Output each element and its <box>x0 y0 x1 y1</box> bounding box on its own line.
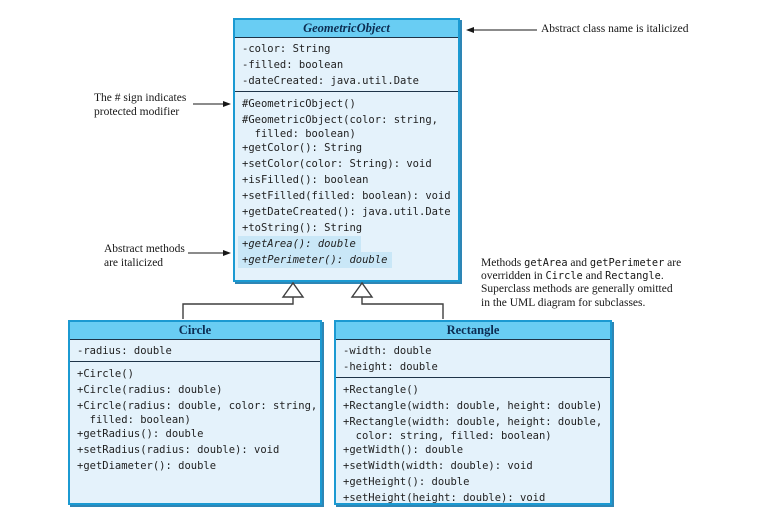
inheritance-triangle-icon <box>350 281 374 298</box>
method-row: +Circle(radius: double) <box>77 384 223 396</box>
left-arrowhead-icon <box>466 27 474 33</box>
class-title-circle: Circle <box>70 322 320 340</box>
method-row: +Rectangle(width: double, height: double… <box>343 400 603 412</box>
note-line: Abstract class name is italicized <box>541 23 689 35</box>
attribute-row: -filled: boolean <box>242 59 344 71</box>
method-row: +toString(): String <box>242 222 363 234</box>
method-row: +setWidth(width: double): void <box>343 460 533 472</box>
attribute-row: -height: double <box>343 361 438 373</box>
method-row-continuation: filled: boolean) <box>77 414 191 426</box>
note-protected-modifier: The # sign indicates protected modifier <box>94 92 186 119</box>
abstract-method-row: +getPerimeter(): double <box>238 252 393 268</box>
method-row: #GeometricObject(color: string, <box>242 114 438 126</box>
methods-section: +Rectangle() +Rectangle(width: double, h… <box>336 378 610 506</box>
method-row: +Rectangle(width: double, height: double… <box>343 416 603 428</box>
right-arrowhead-icon <box>223 250 231 256</box>
attributes-section: -width: double -height: double <box>336 340 610 378</box>
method-row: +isFilled(): boolean <box>242 174 369 186</box>
note-line: Superclass methods are generally omitted <box>481 283 673 296</box>
note-line: protected modifier <box>94 105 180 118</box>
method-row: +getDateCreated(): java.util.Date <box>242 206 451 218</box>
method-row: +getWidth(): double <box>343 444 464 456</box>
methods-section: #GeometricObject() #GeometricObject(colo… <box>235 92 458 268</box>
class-box-circle: Circle -radius: double +Circle() +Circle… <box>68 320 322 505</box>
class-title-rectangle: Rectangle <box>336 322 610 340</box>
method-row: +Circle() <box>77 368 134 380</box>
note-override-paragraph: Methods getArea and getPerimeter are ove… <box>481 257 757 310</box>
note-line: Abstract methods <box>104 243 185 255</box>
note-line: The # sign indicates <box>94 92 187 104</box>
method-row: +getRadius(): double <box>77 428 204 440</box>
method-row: #GeometricObject() <box>242 98 356 110</box>
note-abstract-class-name: Abstract class name is italicized <box>541 23 689 37</box>
class-box-geometric-object: GeometricObject -color: String -filled: … <box>233 18 460 282</box>
attribute-row: -radius: double <box>77 345 172 357</box>
inheritance-line-rectangle <box>361 296 444 319</box>
inheritance-line-circle <box>182 296 294 319</box>
class-title-geometric-object: GeometricObject <box>235 20 458 38</box>
method-row-continuation: color: string, filled: boolean) <box>343 430 552 442</box>
note-line: overridden in Circle and Rectangle. <box>481 270 664 283</box>
method-row: +setRadius(radius: double): void <box>77 444 280 456</box>
method-row: +getColor(): String <box>242 142 363 154</box>
attributes-section: -radius: double <box>70 340 320 362</box>
note-line: Methods getArea and getPerimeter are <box>481 257 682 269</box>
abstract-method-row: +getArea(): double <box>238 236 361 252</box>
method-row: +getDiameter(): double <box>77 460 217 472</box>
method-row: +Circle(radius: double, color: string, <box>77 400 318 412</box>
right-arrowhead-icon <box>223 101 231 107</box>
attribute-row: -width: double <box>343 345 432 357</box>
class-box-rectangle: Rectangle -width: double -height: double… <box>334 320 612 505</box>
methods-section: +Circle() +Circle(radius: double) +Circl… <box>70 362 320 474</box>
attribute-row: -color: String <box>242 43 331 55</box>
inheritance-triangle-icon <box>281 281 305 298</box>
method-row: +getHeight(): double <box>343 476 470 488</box>
method-row: +setFilled(filled: boolean): void <box>242 190 451 202</box>
attributes-section: -color: String -filled: boolean -dateCre… <box>235 38 458 92</box>
method-row: +setColor(color: String): void <box>242 158 432 170</box>
method-row: +setHeight(height: double): void <box>343 492 546 504</box>
note-abstract-methods: Abstract methods are italicized <box>104 243 185 270</box>
attribute-row: -dateCreated: java.util.Date <box>242 75 420 87</box>
method-row-continuation: filled: boolean) <box>242 128 356 140</box>
note-line: in the UML diagram for subclasses. <box>481 296 646 309</box>
method-row: +Rectangle() <box>343 384 419 396</box>
note-line: are italicized <box>104 256 164 269</box>
